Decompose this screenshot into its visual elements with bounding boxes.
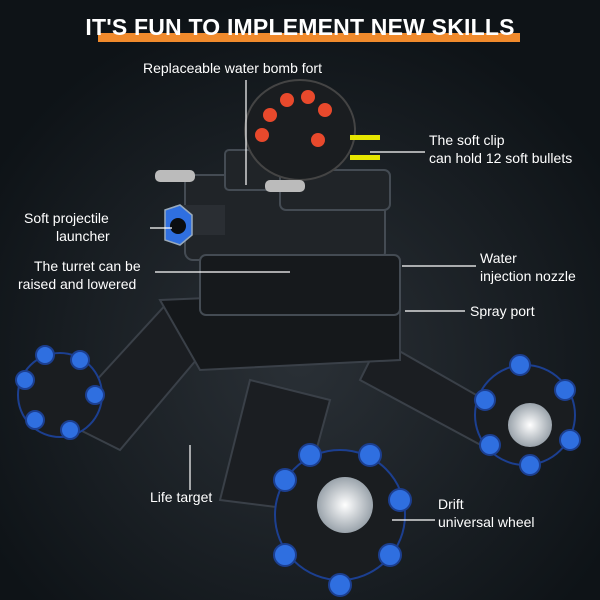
label-nozzle: Water injection nozzle bbox=[480, 249, 576, 285]
label-fort: Replaceable water bomb fort bbox=[143, 60, 322, 76]
water-bomb-fort bbox=[244, 79, 380, 181]
label-line: Drift bbox=[438, 496, 464, 512]
label-life-target: Life target bbox=[150, 489, 213, 505]
wheel-hub bbox=[508, 403, 552, 447]
page-title: IT'S FUN TO IMPLEMENT NEW SKILLS bbox=[85, 14, 515, 40]
label-turret: The turret can be raised and lowered bbox=[18, 257, 141, 293]
wheel-hub bbox=[317, 477, 373, 533]
projectile-launcher bbox=[155, 170, 305, 246]
label-line: raised and lowered bbox=[18, 276, 137, 292]
leader-lines bbox=[150, 80, 476, 521]
label-line: can hold 12 soft bullets bbox=[429, 150, 573, 166]
label-launcher: Soft projectile launcher bbox=[24, 209, 110, 245]
label-drift-wheel: Drift universal wheel bbox=[438, 495, 535, 531]
label-line: Water bbox=[480, 250, 517, 266]
label-spray-port: Spray port bbox=[470, 303, 535, 319]
label-line: launcher bbox=[56, 228, 110, 244]
label-line: The soft clip bbox=[429, 132, 505, 148]
label-soft-clip: The soft clip can hold 12 soft bullets bbox=[429, 131, 572, 167]
title-underline bbox=[98, 33, 520, 42]
label-line: universal wheel bbox=[438, 514, 535, 530]
label-line: Soft projectile bbox=[24, 210, 109, 226]
label-line: injection nozzle bbox=[480, 268, 576, 284]
label-line: The turret can be bbox=[34, 258, 141, 274]
